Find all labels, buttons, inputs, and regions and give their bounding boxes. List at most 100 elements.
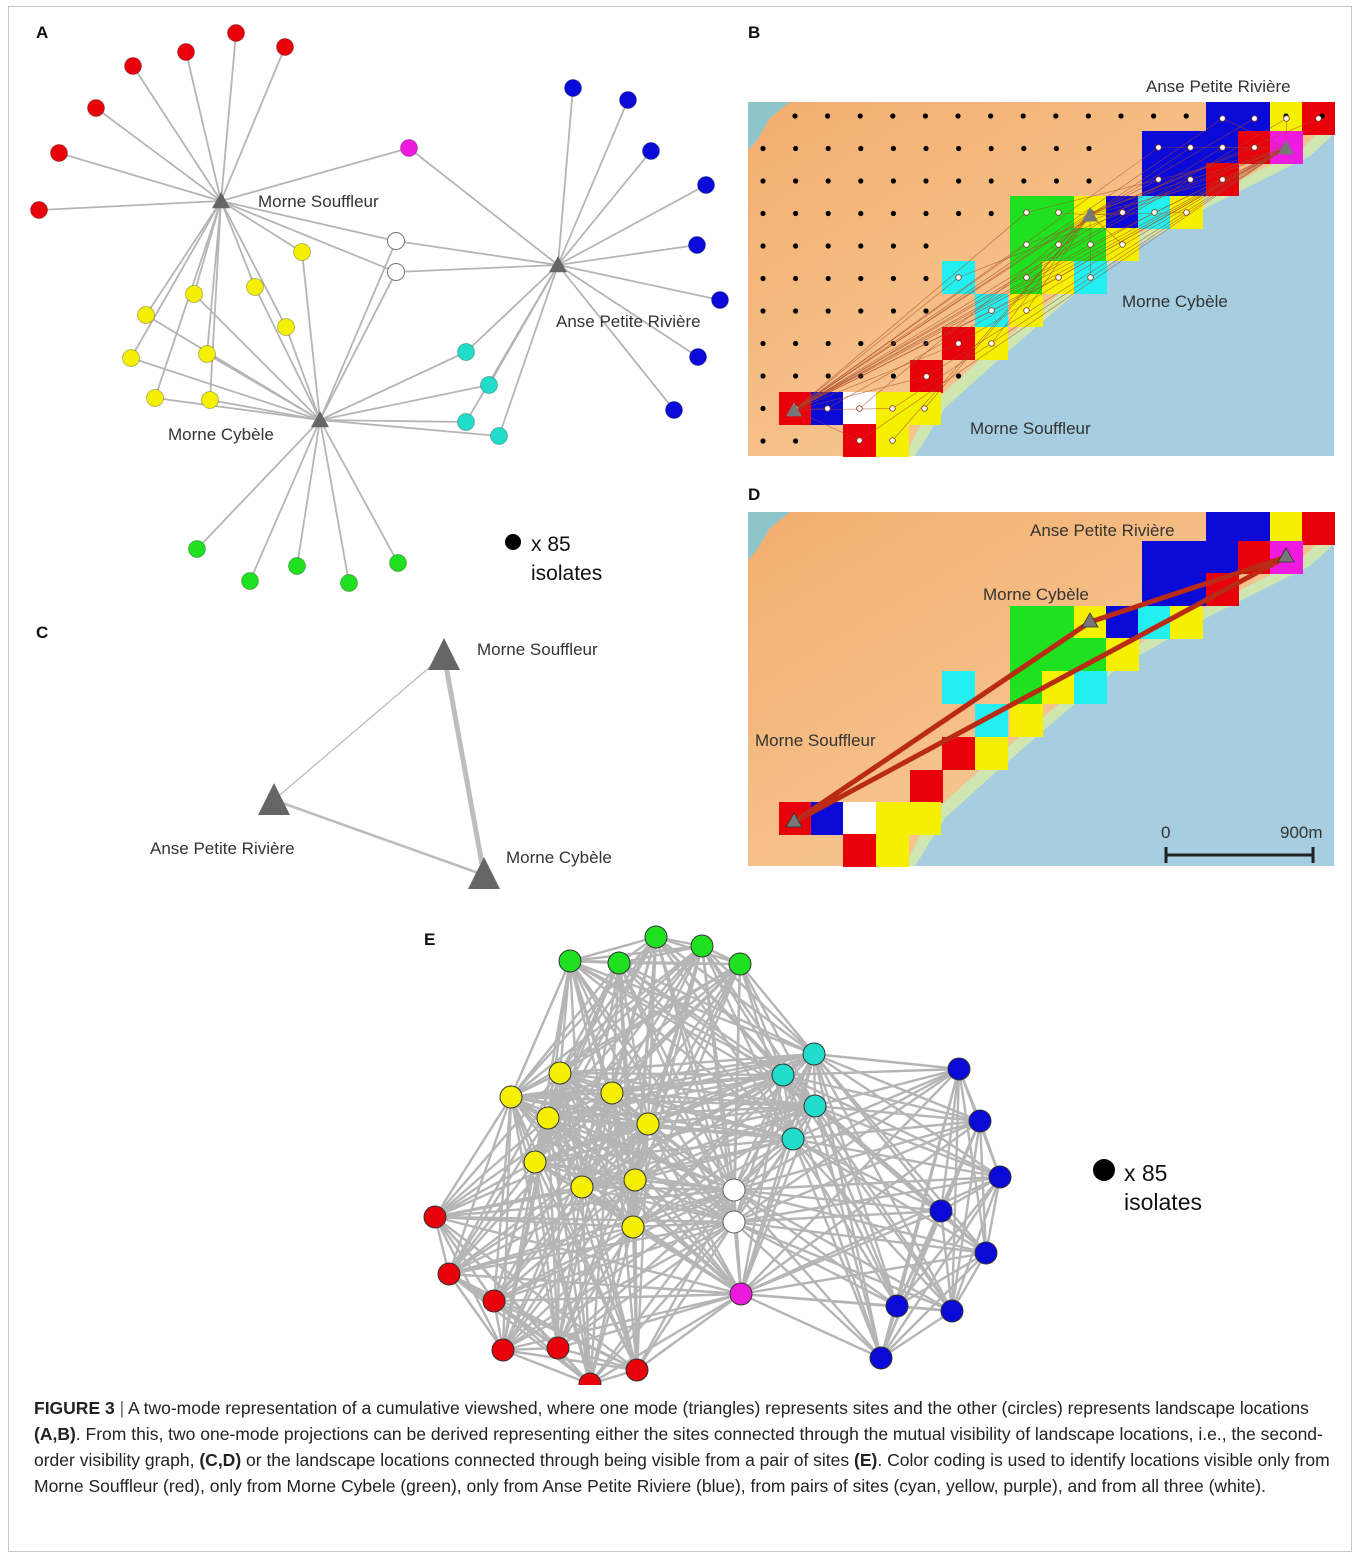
panel-b-sightline-26-0 [793, 310, 992, 411]
panel-e-edge-8-28 [792, 1067, 960, 1141]
panel-e-edge-19-25 [557, 1221, 735, 1349]
panel-e-edge-18-31 [733, 1188, 942, 1213]
panel-b-isolate-dot-2-3 [858, 178, 864, 184]
panel-b-location-marker-32 [824, 405, 831, 412]
panel-a-edge-11-a [557, 244, 698, 266]
panel-e-edge-7-34 [814, 1105, 953, 1312]
panel-d-cell-blue-0 [1206, 512, 1239, 545]
panel-d-sightline-triangle [792, 554, 1289, 825]
panel-a-node-green-18 [340, 574, 358, 592]
panel-b-location-marker-1 [1251, 115, 1258, 122]
panel-b-location-marker-18 [1023, 241, 1030, 248]
panel-a-site-label-anse: Anse Petite Rivière [556, 312, 701, 331]
panel-b-isolate-dot-8-1 [793, 373, 799, 379]
panel-e-edge-8-13 [647, 1122, 794, 1141]
panel-b-isolate-dot-0-3 [890, 113, 896, 119]
panel-e-node-red-27 [625, 1358, 649, 1382]
panel-a-node-red-4 [177, 43, 195, 61]
panel-b-location-marker-3 [1315, 115, 1322, 122]
panel-a-edge-29-a [465, 264, 559, 353]
panel-d-cell-red-30 [910, 770, 943, 803]
panel-b-isolate-dot-1-2 [825, 145, 831, 152]
panel-e-edge-18-22 [448, 1188, 735, 1276]
panel-c-label-anse: Anse Petite Rivière [150, 839, 295, 858]
panel-e-edge-16-21 [434, 1185, 583, 1219]
panel-e-edge-20-22 [448, 1272, 742, 1296]
panel-e-edge-6-9 [559, 1071, 784, 1077]
panel-a-node-cyan-30 [480, 376, 498, 394]
panel-b-isolate-dot-1-4 [890, 145, 897, 152]
figure-frame [8, 6, 1352, 1552]
panel-e-node-cyan-8 [781, 1127, 805, 1151]
panel-b-isolate-dot-6-2 [825, 308, 831, 314]
panel-d-site-label-anse: Anse Petite Rivière [1030, 521, 1175, 540]
panel-e-edge-21-27 [434, 1216, 638, 1371]
panel-b-isolate-dot-8-0 [760, 373, 766, 379]
panel-a-node-blue-10 [697, 176, 715, 194]
panel-e-edge-17-23 [493, 1225, 634, 1303]
panel-e-edge-25-27 [557, 1346, 638, 1372]
panel-a-edge-33-a [408, 147, 559, 266]
panel-b-location-marker-21 [1119, 241, 1126, 248]
panel-b-sightline-37-1 [892, 214, 1091, 441]
panel-b-sightline-3-1 [1089, 118, 1319, 216]
panel-d-cell-yellow-2 [1270, 512, 1303, 545]
panel-b-isolate-dot-0-12 [1183, 113, 1189, 119]
panel-e-edge-23-26 [493, 1300, 591, 1385]
panel-a-node-red-1 [50, 144, 68, 162]
panel-e-edge-16-27 [580, 1186, 639, 1371]
panel-b-isolate-dot-2-6 [956, 178, 962, 184]
panel-e-edge-12-21 [434, 1117, 549, 1218]
panel-d-site-cybele [1081, 612, 1099, 628]
panel-a-node-magenta-33 [400, 139, 418, 157]
panel-e-edge-8-16 [581, 1137, 794, 1189]
panel-e-edge-23-27 [493, 1299, 638, 1372]
panel-e-node-green-4 [728, 952, 752, 976]
panel-b-isolate-dot-2-10 [1086, 178, 1092, 184]
panel-e-edge-20-26 [589, 1292, 742, 1385]
panel-b-location-marker-25 [1087, 274, 1094, 281]
panel-e-edge-8-33 [791, 1138, 899, 1307]
caption-separator: | [119, 1398, 125, 1418]
panel-b-location-marker-9 [1155, 176, 1162, 183]
panel-a-edge-19-c [319, 419, 399, 564]
panel-e-edge-16-18 [581, 1185, 735, 1192]
panel-e-node-cyan-7 [803, 1094, 827, 1118]
panel-b-isolate-dot-0-6 [988, 113, 994, 119]
panel-a-edge-20-s [220, 200, 303, 253]
panel-e-node-red-24 [491, 1338, 515, 1362]
panel-b-location-marker-0 [1219, 115, 1226, 122]
panel-e-edge-16-25 [556, 1186, 584, 1349]
panel-b-isolate-dot-2-0 [760, 178, 766, 184]
panel-b-isolate-dot-3-1 [793, 210, 799, 217]
panel-e-edge-8-29 [792, 1119, 981, 1141]
panel-a-edge-27-c [154, 397, 321, 421]
panel-b-isolate-dot-7-1 [793, 340, 799, 347]
panel-b-sightline-36-2 [859, 147, 1287, 441]
panel-e-edge-20-29 [740, 1120, 981, 1295]
panel-a-site-label-souffleur: Morne Souffleur [258, 192, 379, 211]
panel-d-cell-yellow-34 [876, 802, 909, 835]
panel-a-node-cyan-32 [490, 427, 508, 445]
panel-c-label: C [36, 623, 48, 642]
panel-d-cell-blue-4 [1142, 541, 1175, 574]
panel-a-edge-12-a [557, 264, 721, 301]
panel-e-edge-18-33 [733, 1189, 898, 1307]
figure-canvas: A Morne Souffleur Morne Cybèle Anse Peti… [30, 23, 1335, 1385]
panel-b-location-marker-36 [856, 437, 863, 444]
panel-b-isolate-dot-1-9 [1053, 145, 1059, 152]
panel-e-edge-18-21 [434, 1188, 735, 1219]
panel-a-node-yellow-24 [277, 318, 295, 336]
panel-b-coast-nw [748, 102, 790, 150]
panel-e-node-cyan-6 [771, 1063, 795, 1087]
panel-a-site-label-cybele: Morne Cybèle [168, 425, 274, 444]
panel-e-edge-28-32 [957, 1068, 988, 1254]
panel-a-node-green-19 [389, 554, 407, 572]
panel-e-node-green-3 [690, 934, 714, 958]
panel-b-isolate-dot-0-7 [1020, 113, 1026, 119]
panel-a-edge-24-s [220, 200, 287, 328]
panel-e-edge-1-11 [610, 962, 621, 1094]
panel-a-node-blue-14 [665, 401, 683, 419]
panel-a-node-yellow-21 [185, 285, 203, 303]
panel-a-edge-0-s [38, 200, 222, 211]
